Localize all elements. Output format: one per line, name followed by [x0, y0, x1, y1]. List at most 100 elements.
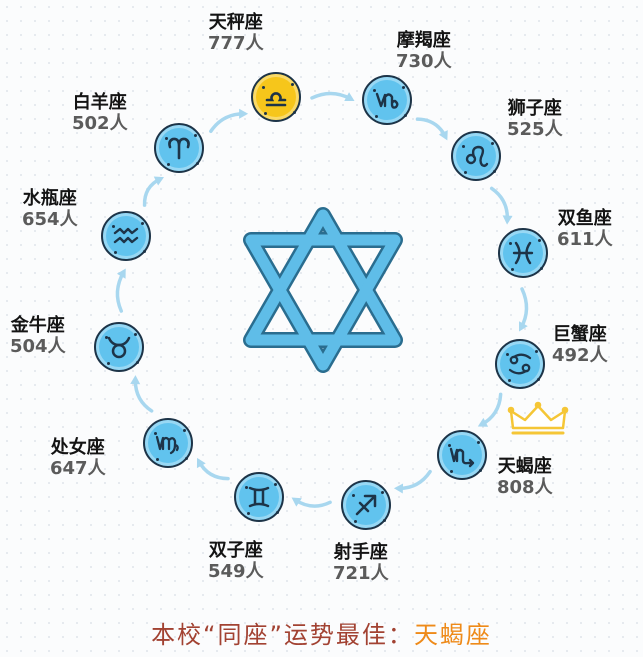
sparkle-dot — [154, 432, 157, 435]
virgo-icon — [155, 435, 179, 455]
sparkle-dot — [464, 171, 467, 174]
sparkle-dot — [136, 361, 139, 364]
sagittarius-icon — [355, 494, 377, 516]
capricorn-icon — [375, 92, 399, 109]
sparkle-dot — [354, 520, 357, 523]
libra-icon — [265, 92, 287, 107]
flow-arrow-head — [116, 268, 126, 279]
sparkle-dot — [141, 222, 144, 225]
sign-count: 808人 — [497, 477, 553, 499]
sparkle-dot — [262, 86, 265, 89]
sign-count: 525人 — [507, 119, 563, 141]
aries-label: 白羊座 502人 — [72, 92, 128, 134]
gemini-icon — [248, 486, 270, 508]
sparkle-dot — [196, 162, 199, 165]
sparkle-dot — [112, 225, 115, 228]
aquarius-badge — [101, 211, 151, 261]
gemini-badge — [234, 472, 284, 522]
sign-name: 水瓶座 — [22, 188, 77, 209]
sparkle-dot — [404, 114, 407, 117]
flow-arrow-head — [153, 176, 165, 186]
sign-name: 狮子座 — [507, 98, 562, 119]
libra-label: 天秤座 777人 — [208, 12, 264, 54]
sign-name: 双子座 — [208, 540, 263, 561]
sign-name: 天秤座 — [208, 12, 263, 33]
sparkle-dot — [183, 429, 186, 432]
sign-name: 双鱼座 — [557, 208, 612, 229]
sign-count: 504人 — [10, 336, 66, 358]
sign-count: 721人 — [333, 563, 389, 585]
leo-badge — [451, 131, 501, 181]
aquarius-label: 水瓶座 654人 — [22, 188, 78, 230]
cancer-badge — [495, 339, 545, 389]
sign-name: 天蝎座 — [497, 456, 552, 477]
taurus-label: 金牛座 504人 — [10, 315, 66, 357]
sparkle-dot — [479, 469, 482, 472]
sign-count: 647人 — [50, 458, 106, 480]
sign-count: 777人 — [208, 33, 264, 55]
flow-arrow-head — [130, 375, 141, 385]
flow-arrow-head — [344, 92, 355, 101]
sign-name: 射手座 — [333, 542, 388, 563]
footer-highlight: 天蝎座 — [413, 621, 492, 649]
sparkle-dot — [506, 353, 509, 356]
sparkle-dot — [134, 333, 137, 336]
flow-arrow-head — [502, 215, 513, 225]
capricorn-badge — [362, 75, 412, 125]
flow-arrow-head — [393, 483, 404, 494]
sparkle-dot — [373, 89, 376, 92]
sparkle-dot — [383, 519, 386, 522]
sign-count: 502人 — [72, 113, 128, 135]
sparkle-dot — [105, 336, 108, 339]
sagittarius-label: 射手座 721人 — [333, 542, 389, 584]
flow-arrow — [519, 287, 529, 330]
gemini-label: 双子座 549人 — [208, 540, 264, 582]
cancer-label: 巨蟹座 492人 — [552, 324, 608, 366]
sparkle-dot — [450, 470, 453, 473]
sign-count: 611人 — [557, 229, 613, 251]
aries-icon — [168, 137, 190, 160]
flow-arrow-head — [438, 130, 448, 141]
sparkle-dot — [402, 86, 405, 89]
flow-arrow — [115, 270, 126, 313]
sign-count: 654人 — [22, 209, 78, 231]
pisces-icon — [512, 241, 534, 265]
sign-name: 摩羯座 — [396, 30, 451, 51]
scorpio-label: 天蝎座 808人 — [497, 456, 553, 498]
flow-arrow-head — [477, 417, 489, 427]
sparkle-dot — [167, 163, 170, 166]
sparkle-dot — [381, 491, 384, 494]
sign-name: 巨蟹座 — [552, 324, 607, 345]
libra-badge — [251, 72, 301, 122]
sparkle-dot — [375, 115, 378, 118]
flow-arrow — [310, 91, 353, 101]
sign-name: 处女座 — [50, 437, 105, 458]
sparkle-dot — [462, 145, 465, 148]
flow-arrow-head — [239, 108, 249, 119]
sparkle-dot — [477, 441, 480, 444]
footer-prefix: 本校“同座”运势最佳： — [151, 621, 414, 649]
sparkle-dot — [276, 511, 279, 514]
sparkle-dot — [491, 142, 494, 145]
sign-count: 492人 — [552, 345, 608, 367]
taurus-icon — [107, 336, 131, 359]
virgo-badge — [143, 418, 193, 468]
sparkle-dot — [264, 112, 267, 115]
sparkle-dot — [185, 457, 188, 460]
sign-count: 730人 — [396, 51, 452, 73]
capricorn-label: 摩羯座 730人 — [396, 30, 452, 72]
sparkle-dot — [165, 137, 168, 140]
aquarius-icon — [113, 227, 139, 244]
sign-name: 金牛座 — [10, 315, 65, 336]
sparkle-dot — [156, 458, 159, 461]
flow-arrow-head — [291, 497, 302, 507]
cancer-icon — [508, 353, 532, 375]
sparkle-dot — [448, 444, 451, 447]
virgo-label: 处女座 647人 — [50, 437, 106, 479]
crown-icon — [507, 401, 569, 435]
sparkle-dot — [194, 134, 197, 137]
sparkle-dot — [509, 242, 512, 245]
sparkle-dot — [540, 267, 543, 270]
